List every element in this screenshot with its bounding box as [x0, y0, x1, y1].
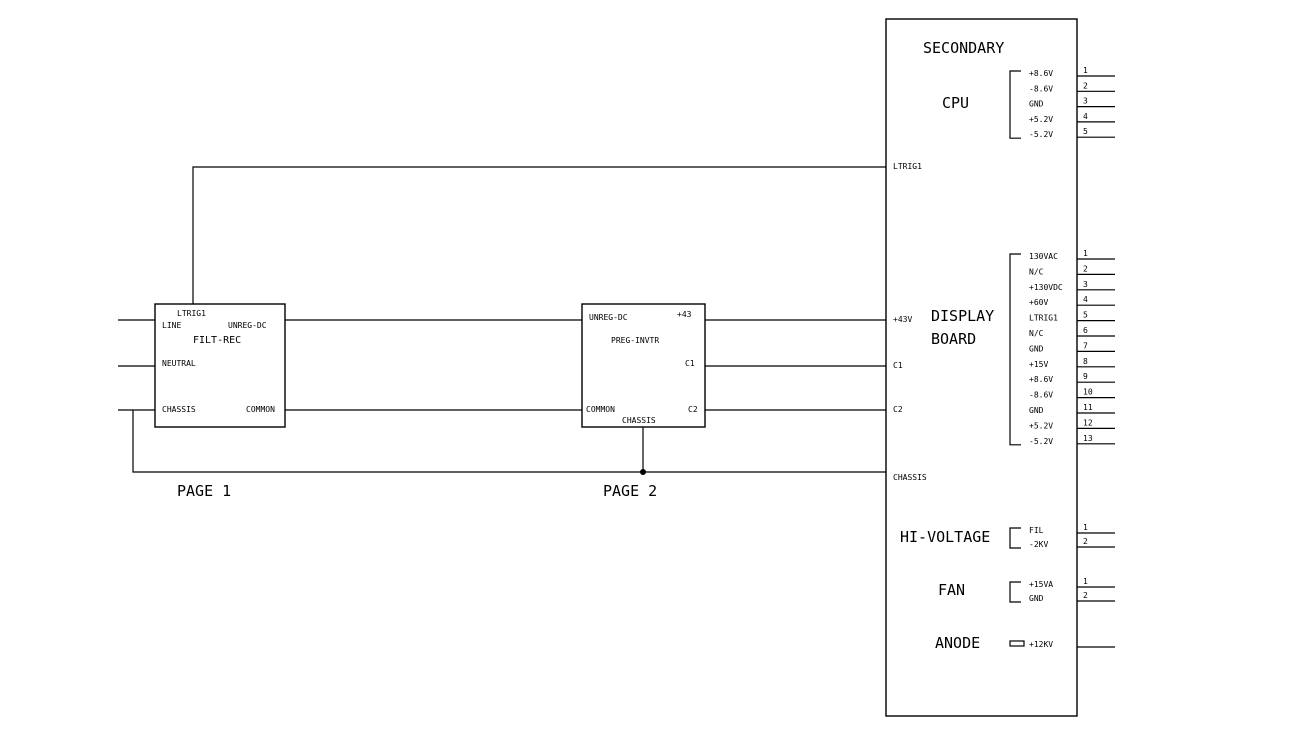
pin-signal-label: -8.6V — [1029, 391, 1053, 400]
connector-group-name: ANODE — [935, 634, 980, 652]
preg-common-label: COMMON — [586, 405, 615, 414]
pin-signal-label: +15V — [1029, 360, 1048, 369]
pin-number: 10 — [1083, 388, 1093, 397]
filt-rec-ltrig-label: LTRIG1 — [177, 309, 206, 318]
preg-c2-label: C2 — [688, 405, 698, 414]
pin-signal-label: GND — [1029, 594, 1044, 603]
pin-signal-label: GND — [1029, 344, 1044, 353]
pin-number: 1 — [1083, 577, 1088, 586]
pin-signal-label: -8.6V — [1029, 84, 1053, 93]
filt-rec-box — [154, 303, 286, 428]
pin-number: 1 — [1083, 249, 1088, 258]
pin-signal-label: GND — [1029, 406, 1044, 415]
secondary-plus43v-input: +43V — [893, 315, 912, 324]
filt-rec-unreg-label: UNREG-DC — [228, 321, 267, 330]
pin-number: 9 — [1083, 372, 1088, 381]
pin-signal-label: -5.2V — [1029, 130, 1053, 139]
secondary-ltrig-input: LTRIG1 — [893, 162, 922, 171]
wire-ltrig1 — [192, 166, 886, 304]
wires — [118, 166, 886, 475]
pin-number: 3 — [1083, 280, 1088, 289]
pin-number: 5 — [1083, 311, 1088, 320]
connector-bracket — [1009, 581, 1021, 603]
pin-number: 8 — [1083, 357, 1088, 366]
pin-number: 2 — [1083, 81, 1088, 90]
secondary-block: SECONDARY LTRIG1 +43V C1 C2 CHASSIS CPU +… — [885, 18, 1115, 717]
pin-signal-label: GND — [1029, 100, 1044, 109]
pin-number: 13 — [1083, 434, 1093, 443]
pin-number: 5 — [1083, 127, 1088, 136]
preg-c1-label: C1 — [685, 359, 695, 368]
pin-number: 12 — [1083, 418, 1093, 427]
connector-group-name: FAN — [938, 581, 965, 599]
pin-signal-label: FIL — [1029, 526, 1044, 535]
pin-signal-label: N/C — [1029, 329, 1044, 338]
preg-unreg-label: UNREG-DC — [589, 313, 628, 322]
filt-rec-neutral-label: NEUTRAL — [162, 359, 196, 368]
secondary-chassis-input: CHASSIS — [893, 473, 927, 482]
filt-rec-block: LTRIG1 LINE UNREG-DC FILT-REC NEUTRAL CH… — [154, 303, 286, 428]
connector-group-name: DISPLAY — [931, 307, 994, 325]
preg-invtr-box — [581, 303, 706, 428]
pin-number: 7 — [1083, 341, 1088, 350]
filt-rec-title: FILT-REC — [193, 335, 241, 346]
pin-signal-label: LTRIG1 — [1029, 314, 1058, 323]
pin-number: 2 — [1083, 591, 1088, 600]
preg-plus43-label: +43 — [677, 310, 692, 319]
pin-signal-label: +5.2V — [1029, 115, 1053, 124]
filt-rec-line-label: LINE — [162, 321, 181, 330]
page-2-label: PAGE 2 — [603, 482, 657, 500]
pin-signal-label: +15VA — [1029, 580, 1053, 589]
secondary-title: SECONDARY — [923, 39, 1004, 57]
pin-signal-label: +12KV — [1029, 640, 1053, 649]
pin-number: 4 — [1083, 112, 1088, 121]
pin-number: 11 — [1083, 403, 1093, 412]
pin-number: 1 — [1083, 66, 1088, 75]
pin-number: 2 — [1083, 537, 1088, 546]
pin-number: 3 — [1083, 97, 1088, 106]
preg-invtr-block: UNREG-DC +43 PREG-INVTR C1 C2 COMMON CHA… — [581, 303, 706, 428]
connector-bracket — [1009, 527, 1021, 549]
filt-rec-chassis-label: CHASSIS — [162, 405, 196, 414]
pin-signal-label: -2KV — [1029, 540, 1048, 549]
secondary-c2-input: C2 — [893, 405, 903, 414]
connector-bracket — [1009, 253, 1021, 446]
connector-group: HI-VOLTAGE FIL 1 -2KV 2 — [900, 523, 1115, 549]
wire-chassis-bus — [132, 410, 886, 473]
connector-group-name: HI-VOLTAGE — [900, 528, 990, 546]
pin-signal-label: +8.6V — [1029, 69, 1053, 78]
page-1-label: PAGE 1 — [177, 482, 231, 500]
connector-group: DISPLAY BOARD 130VAC 1N/C 2 +130VDC 3 +60V 4LTRI… — [931, 249, 1115, 446]
junction-dot — [640, 469, 646, 475]
filt-rec-common-label: COMMON — [246, 405, 275, 414]
pin-signal-label: +60V — [1029, 298, 1048, 307]
pin-signal-label: 130VAC — [1029, 252, 1058, 261]
pin-signal-label: -5.2V — [1029, 437, 1053, 446]
pin-number: 6 — [1083, 326, 1088, 335]
pin-number: 1 — [1083, 523, 1088, 532]
connector-bracket — [1009, 640, 1025, 647]
pin-signal-label: +5.2V — [1029, 421, 1053, 430]
connector-group-name: CPU — [942, 94, 969, 112]
secondary-box — [885, 18, 1078, 717]
pin-signal-label: +130VDC — [1029, 283, 1063, 292]
secondary-c1-input: C1 — [893, 361, 903, 370]
preg-chassis-label: CHASSIS — [622, 416, 656, 425]
pin-number: 4 — [1083, 295, 1088, 304]
connector-group: ANODE +12KV — [935, 634, 1115, 652]
connector-bracket — [1009, 70, 1021, 139]
pin-signal-label: N/C — [1029, 267, 1044, 276]
preg-invtr-title: PREG-INVTR — [611, 336, 659, 345]
pin-signal-label: +8.6V — [1029, 375, 1053, 384]
connector-group-name: BOARD — [931, 330, 976, 348]
pin-number: 2 — [1083, 264, 1088, 273]
